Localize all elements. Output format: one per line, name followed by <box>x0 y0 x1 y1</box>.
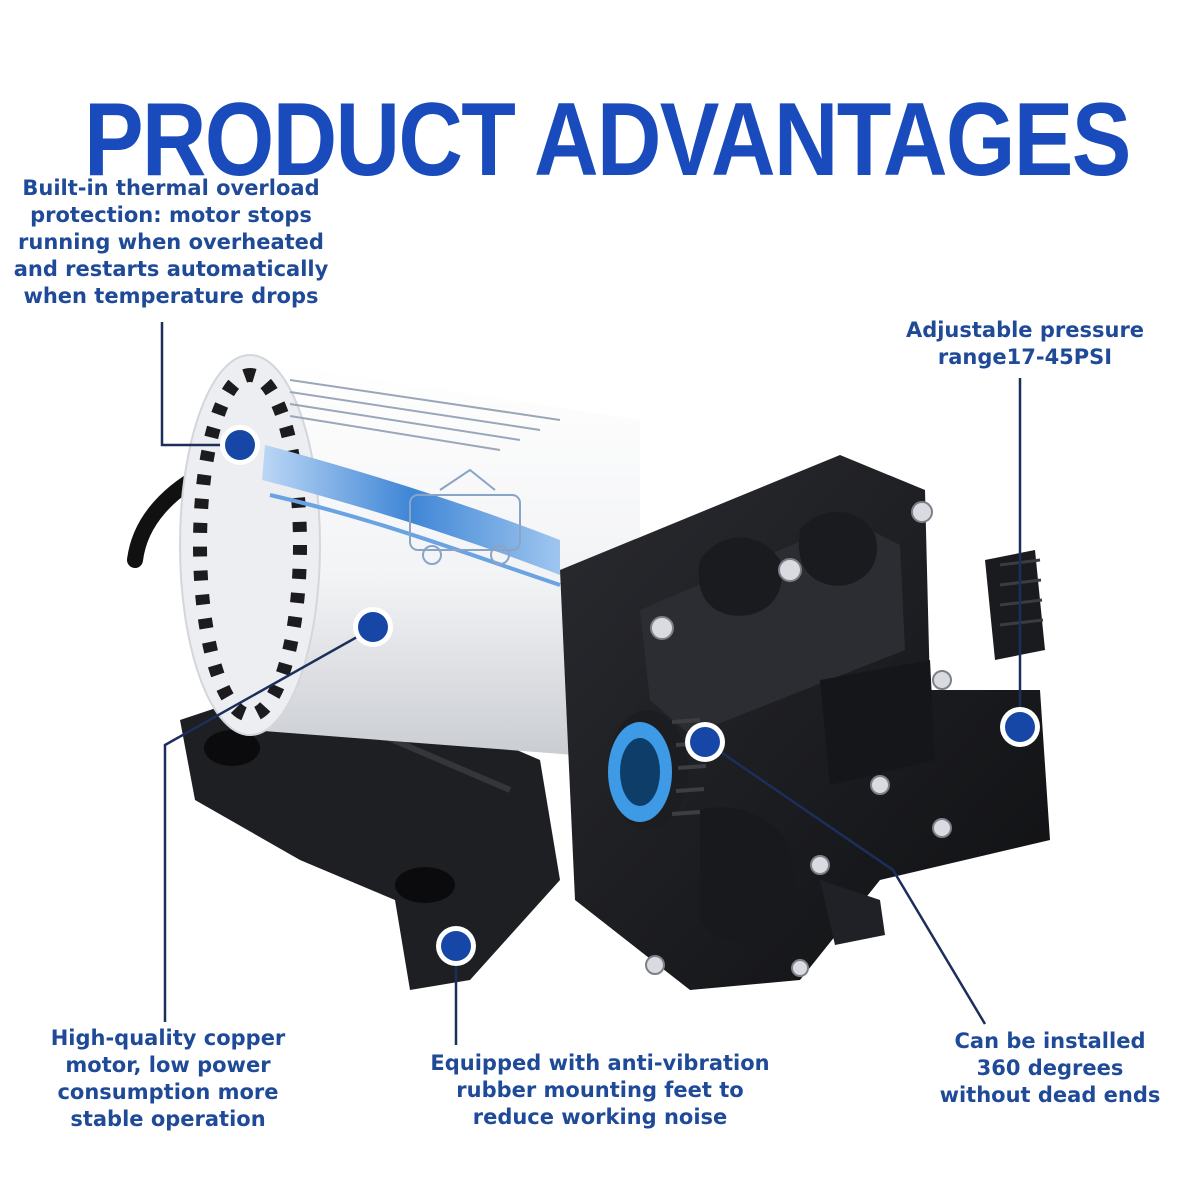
callout-360-installation: Can be installed 360 degrees without dea… <box>939 1029 1161 1107</box>
callout-mounting-feet: Equipped with anti-vibration rubber moun… <box>430 1051 770 1129</box>
leader-install <box>705 740 987 1025</box>
callout-thermal-protection: Built-in thermal overload protection: mo… <box>13 176 329 308</box>
callout-dots <box>220 425 1040 966</box>
page-title: PRODUCT ADVANTAGES <box>84 81 1131 198</box>
dot-install-icon <box>685 722 725 762</box>
motor-housing <box>179 354 640 760</box>
pump-head <box>560 455 1050 990</box>
dot-copper-icon <box>353 607 393 647</box>
screw-heads <box>645 501 952 977</box>
dot-thermal-icon <box>220 425 260 465</box>
callout-copper-motor: High-quality copper motor, low power con… <box>50 1026 286 1131</box>
leader-thermal <box>160 322 238 447</box>
rv-graphic-icon <box>409 468 521 565</box>
leader-copper <box>163 626 374 1022</box>
dot-pressure-icon <box>1000 707 1040 747</box>
dot-feet-icon <box>436 926 476 966</box>
callout-adjustable-pressure: Adjustable pressure range17-45PSI <box>905 318 1145 369</box>
